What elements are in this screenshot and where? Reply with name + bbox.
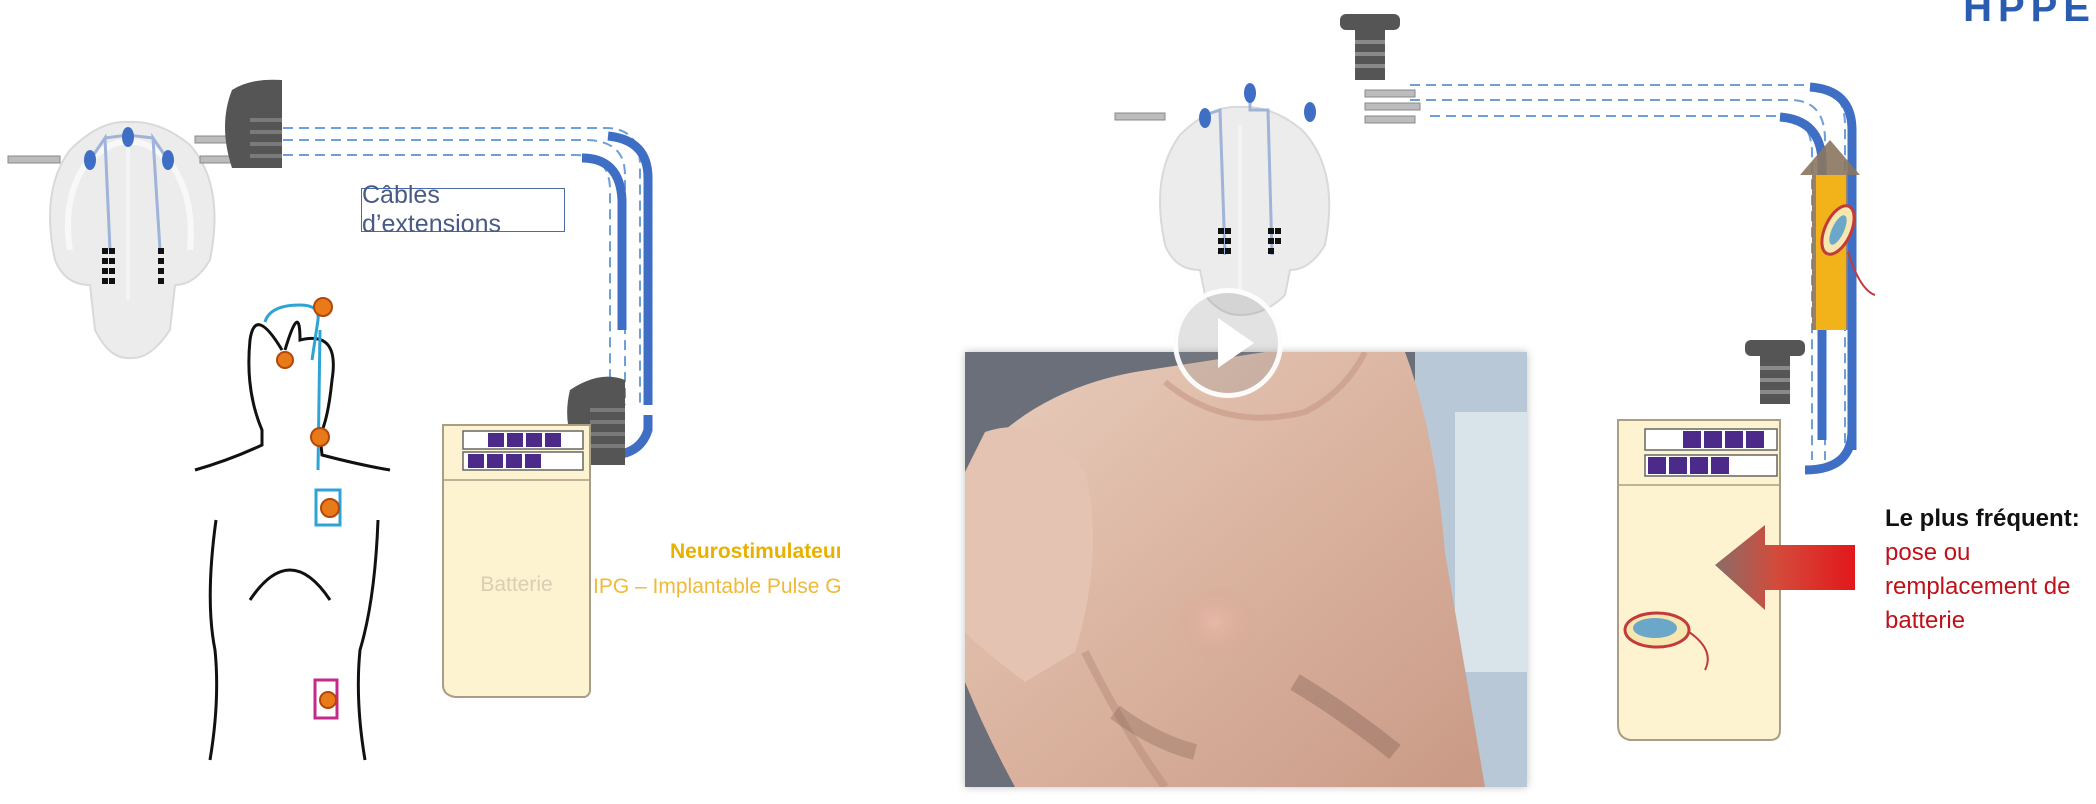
battery-label: Batterie: [443, 573, 590, 597]
note-line-1: pose ou: [1885, 536, 2090, 570]
note-colon: :: [2072, 505, 2080, 532]
extension-cables-left: [283, 128, 640, 415]
infection-sites: [277, 298, 339, 708]
chest-photo: [965, 352, 1527, 787]
ipg-label: IPG – Implantable Pulse Ge: [593, 575, 840, 599]
video-play-button[interactable]: [1173, 288, 1283, 398]
video-frame[interactable]: [965, 352, 1527, 787]
screw-connector-top-left: [225, 80, 282, 168]
brain-illustration-left: [50, 122, 215, 358]
most-frequent-note: Le plus fréquent: pose ou remplacement d…: [1885, 502, 2090, 638]
extension-cables-label: Câbles d’extensions: [361, 188, 565, 232]
note-line-2: remplacement de: [1885, 570, 2090, 604]
screw-connector-top-right: [1340, 14, 1400, 80]
note-title-line: Le plus fréquent:: [1885, 502, 2090, 536]
brain-illustration-right: [1160, 107, 1329, 315]
left-diagram: [0, 0, 880, 804]
note-title: Le plus fréquent: [1885, 505, 2072, 532]
neurostimulator-title: Neurostimulateur: [670, 540, 840, 564]
screw-connector-battery-right: [1745, 340, 1805, 404]
note-line-3: batterie: [1885, 604, 2090, 638]
body-outline: [195, 322, 390, 760]
battery-left: [443, 425, 590, 697]
play-icon: [1178, 293, 1278, 393]
